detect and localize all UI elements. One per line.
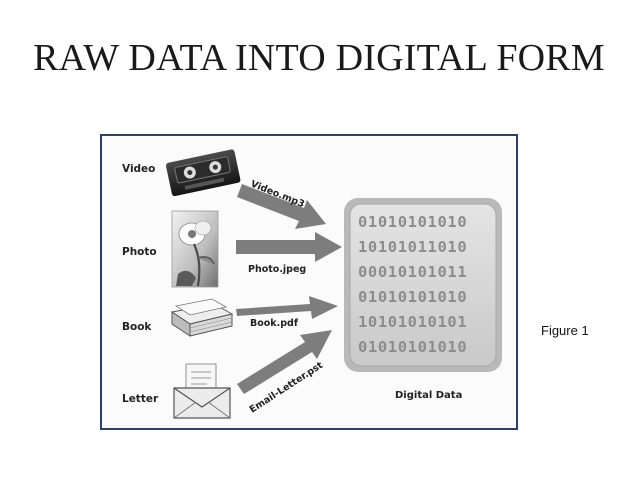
row-label-photo: Photo [122, 246, 157, 258]
row-label-letter: Letter [122, 393, 159, 405]
arrow-photo [236, 232, 342, 262]
arrow-video [237, 184, 326, 229]
slide-title: RAW DATA INTO DIGITAL FORM [33, 37, 605, 79]
file-label-book: Book.pdf [250, 318, 299, 329]
diagram-frame: Video Photo Book Letter [100, 134, 518, 430]
video-cassette-icon [165, 149, 241, 197]
binary-line: 01010101010 [358, 288, 467, 306]
binary-line: 01010101010 [358, 338, 467, 356]
digital-data-label: Digital Data [395, 390, 462, 401]
figure-caption: Figure 1 [541, 323, 589, 338]
envelope-letter-icon [173, 363, 231, 419]
file-label-photo: Photo.jpeg [248, 264, 306, 275]
binary-line: 01010101010 [358, 213, 467, 231]
digital-data-panel: 01010101010 10101011010 00010101011 0101… [344, 198, 502, 372]
binary-line: 10101010101 [358, 313, 467, 331]
row-label-video: Video [122, 163, 155, 175]
book-stack-icon [170, 298, 234, 337]
file-label-letter: Email-Letter.pst [248, 360, 326, 416]
flower-photo-icon [171, 210, 219, 288]
raw-to-digital-diagram: Video Photo Book Letter [122, 149, 502, 419]
arrow-book [236, 296, 338, 319]
binary-line: 00010101011 [358, 263, 467, 281]
arrow-letter [237, 330, 332, 394]
row-label-book: Book [122, 321, 152, 333]
binary-line: 10101011010 [358, 238, 467, 256]
